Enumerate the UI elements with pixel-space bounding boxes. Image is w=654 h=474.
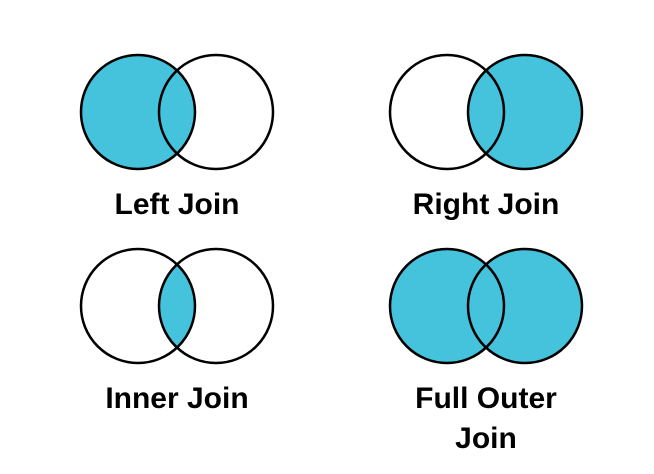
full-outer-join-venn-graphic <box>388 247 584 365</box>
right-circle-outline <box>157 247 275 365</box>
left-join-label: Left Join <box>114 188 240 221</box>
right-circle-outline <box>466 247 584 365</box>
venn-cell-right-join: Right Join <box>356 49 616 225</box>
right-circle-outline <box>157 53 275 171</box>
left-circle-outline <box>79 247 197 365</box>
left-circle-outline <box>388 53 506 171</box>
inner-join-venn-graphic <box>79 247 275 365</box>
right-join-venn-graphic <box>388 53 584 171</box>
left-join-venn-graphic <box>79 53 275 171</box>
full-outer-join-label: Full Outer Join <box>415 382 557 455</box>
venn-cell-left-join: Left Join <box>47 49 307 225</box>
right-circle-outline <box>466 53 584 171</box>
venn-cell-inner-join: Inner Join <box>47 243 307 419</box>
right-join-label: Right Join <box>412 188 560 221</box>
left-circle-outline <box>79 53 197 171</box>
left-circle-outline <box>388 247 506 365</box>
venn-cell-full-outer-join: Full Outer Join <box>356 243 616 459</box>
inner-join-label: Inner Join <box>105 382 249 415</box>
